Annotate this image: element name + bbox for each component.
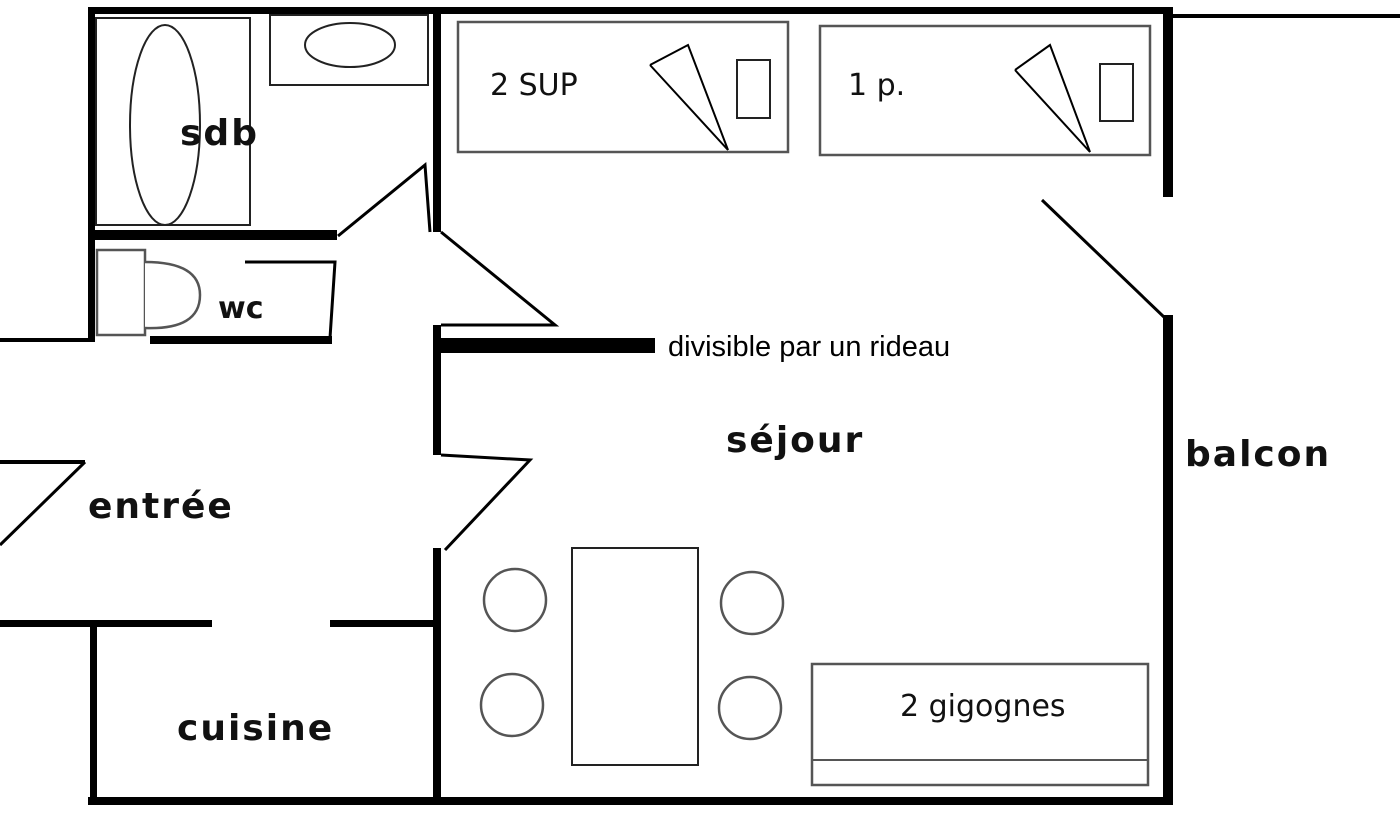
room-label-sejour: séjour [726,420,864,461]
room-label-cuisine: cuisine [177,708,334,749]
beds [456,20,1152,787]
room-label-balcon: balcon [1185,434,1331,475]
room-label-sdb: sdb [180,113,259,154]
room-label-wc: wc [218,291,264,326]
walls [0,7,1400,805]
bathroom-fixtures [95,14,429,337]
bed-label-2sup: 2 SUP [490,68,578,103]
room-label-entree: entrée [88,486,234,527]
bed-label-1p: 1 p. [848,68,905,103]
bed-label-gigognes: 2 gigognes [900,689,1066,724]
doors [0,162,1167,552]
dining-set [479,547,785,766]
curtain-note: divisible par un rideau [668,331,950,363]
